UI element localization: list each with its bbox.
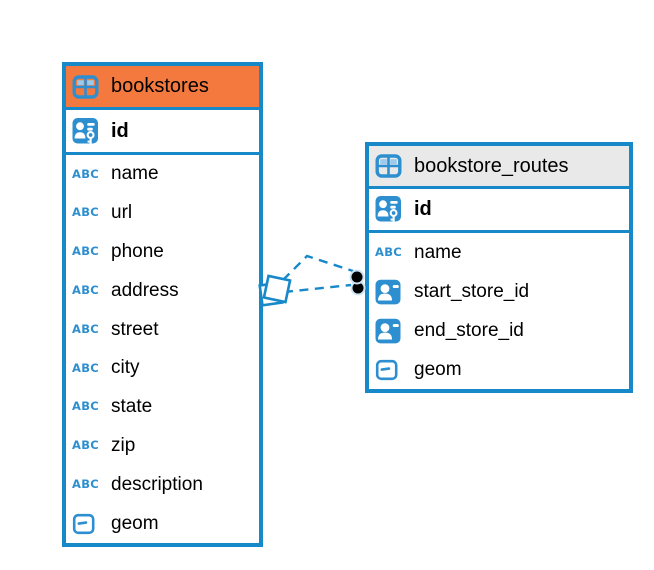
column-row[interactable]: end_store_id	[369, 311, 629, 350]
column-row[interactable]: geom	[369, 350, 629, 389]
header-divider	[369, 186, 629, 189]
relationship-diamond-marker	[258, 274, 292, 307]
column-row[interactable]: ABC street	[66, 310, 259, 349]
table-icon	[375, 153, 405, 179]
text-type-icon: ABC	[72, 360, 100, 375]
primary-key-label: id	[414, 198, 432, 220]
column-label: phone	[111, 240, 164, 262]
column-label: name	[111, 163, 159, 185]
column-row[interactable]: ABC state	[66, 387, 259, 427]
primary-key-row[interactable]: id	[66, 110, 259, 152]
column-row[interactable]: ABC description	[66, 465, 259, 505]
column-label: city	[111, 357, 140, 379]
text-type-icon: ABC	[72, 438, 100, 453]
column-row[interactable]: ABC zip	[66, 426, 259, 466]
primary-key-label: id	[111, 119, 129, 142]
column-row[interactable]: ABC name	[369, 233, 629, 272]
column-label: geom	[111, 512, 159, 534]
primary-key-icon	[72, 117, 102, 146]
text-type-icon: ABC	[72, 205, 100, 220]
column-row[interactable]: ABC name	[66, 155, 259, 194]
text-type-icon: ABC	[72, 399, 100, 414]
table-icon	[72, 74, 102, 100]
column-row[interactable]: ABC phone	[66, 232, 259, 272]
table-header-bookstore-routes[interactable]: bookstore_routes	[369, 146, 629, 186]
column-label: description	[111, 473, 203, 495]
column-row[interactable]: geom	[66, 504, 259, 543]
text-type-icon: ABC	[72, 321, 100, 336]
header-divider	[66, 107, 259, 110]
table-name: bookstore_routes	[414, 154, 569, 177]
column-label: state	[111, 396, 153, 418]
text-type-icon: ABC	[72, 477, 100, 492]
relationship-connector[interactable]	[250, 236, 385, 320]
key-divider	[369, 230, 629, 233]
column-row[interactable]: ABC url	[66, 193, 259, 233]
column-label: start_store_id	[414, 280, 530, 302]
table-bookstore-routes[interactable]: bookstore_routes id ABC name start_store…	[365, 142, 633, 393]
geometry-type-icon	[72, 512, 102, 536]
relationship-dot-marker	[349, 269, 366, 296]
text-type-icon: ABC	[72, 166, 100, 181]
column-row[interactable]: ABC city	[66, 348, 259, 388]
relationship-line[interactable]	[282, 254, 354, 281]
table-name: bookstores	[111, 75, 209, 97]
key-divider	[66, 152, 259, 155]
column-row[interactable]: start_store_id	[369, 272, 629, 311]
column-label: name	[414, 241, 462, 263]
reference-type-icon	[375, 318, 405, 344]
primary-key-icon	[375, 195, 405, 224]
column-row[interactable]: ABC address	[66, 271, 259, 311]
column-label: zip	[111, 434, 136, 456]
column-label: street	[111, 318, 159, 340]
relationship-line[interactable]	[283, 283, 352, 294]
column-label: url	[111, 202, 133, 224]
text-type-icon: ABC	[72, 283, 100, 298]
text-type-icon: ABC	[375, 244, 403, 259]
primary-key-row[interactable]: id	[369, 189, 629, 230]
geometry-type-icon	[375, 358, 405, 382]
column-label: geom	[414, 358, 462, 380]
text-type-icon: ABC	[72, 244, 100, 259]
table-header-bookstores[interactable]: bookstores	[66, 66, 259, 107]
column-label: address	[111, 279, 179, 301]
column-label: end_store_id	[414, 319, 524, 341]
table-bookstores[interactable]: bookstores id ABC name ABC url ABC phone…	[62, 62, 263, 547]
